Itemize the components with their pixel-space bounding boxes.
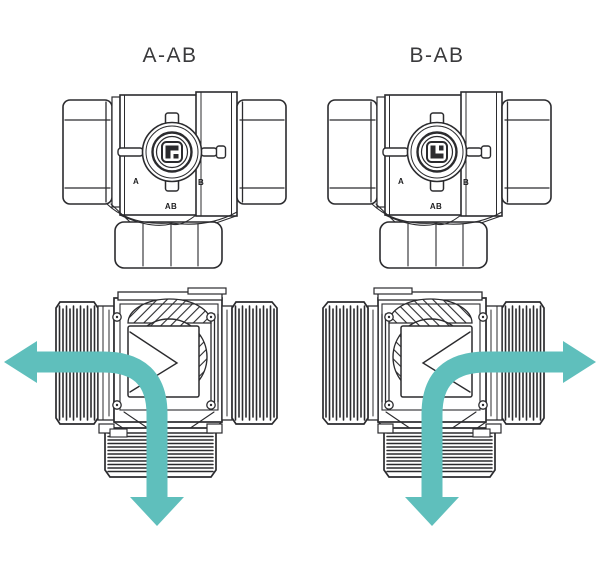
panel-title-b-ab: B-AB — [409, 44, 465, 67]
port-a-label-b-ab: A — [397, 177, 405, 186]
valve-top-view-a-ab — [61, 90, 288, 270]
flow-arrow-a-ab-head-left — [4, 341, 37, 383]
flow-arrow-b-ab — [405, 341, 596, 526]
port-ab-label-a-ab: AB — [164, 202, 178, 211]
flow-arrow-a-ab-head-down — [130, 497, 184, 526]
flow-arrow-b-ab-shaft — [421, 351, 564, 497]
flow-arrow-a-ab — [4, 341, 184, 526]
panel-title-a-ab: A-AB — [142, 44, 198, 67]
port-ab-label-b-ab: AB — [429, 202, 443, 211]
port-b-label-b-ab: B — [462, 178, 470, 187]
valve-top-view-b-ab — [326, 90, 553, 270]
flow-arrow-a-ab-shaft — [36, 351, 168, 497]
flow-arrow-b-ab-head-down — [405, 497, 459, 526]
flow-arrow-b-ab-head-right — [563, 341, 596, 383]
dial-position-glyph-a-ab — [161, 141, 183, 163]
port-b-label-a-ab: B — [197, 178, 205, 187]
port-a-label-a-ab: A — [132, 177, 140, 186]
dial-position-glyph-b-ab — [426, 141, 448, 163]
